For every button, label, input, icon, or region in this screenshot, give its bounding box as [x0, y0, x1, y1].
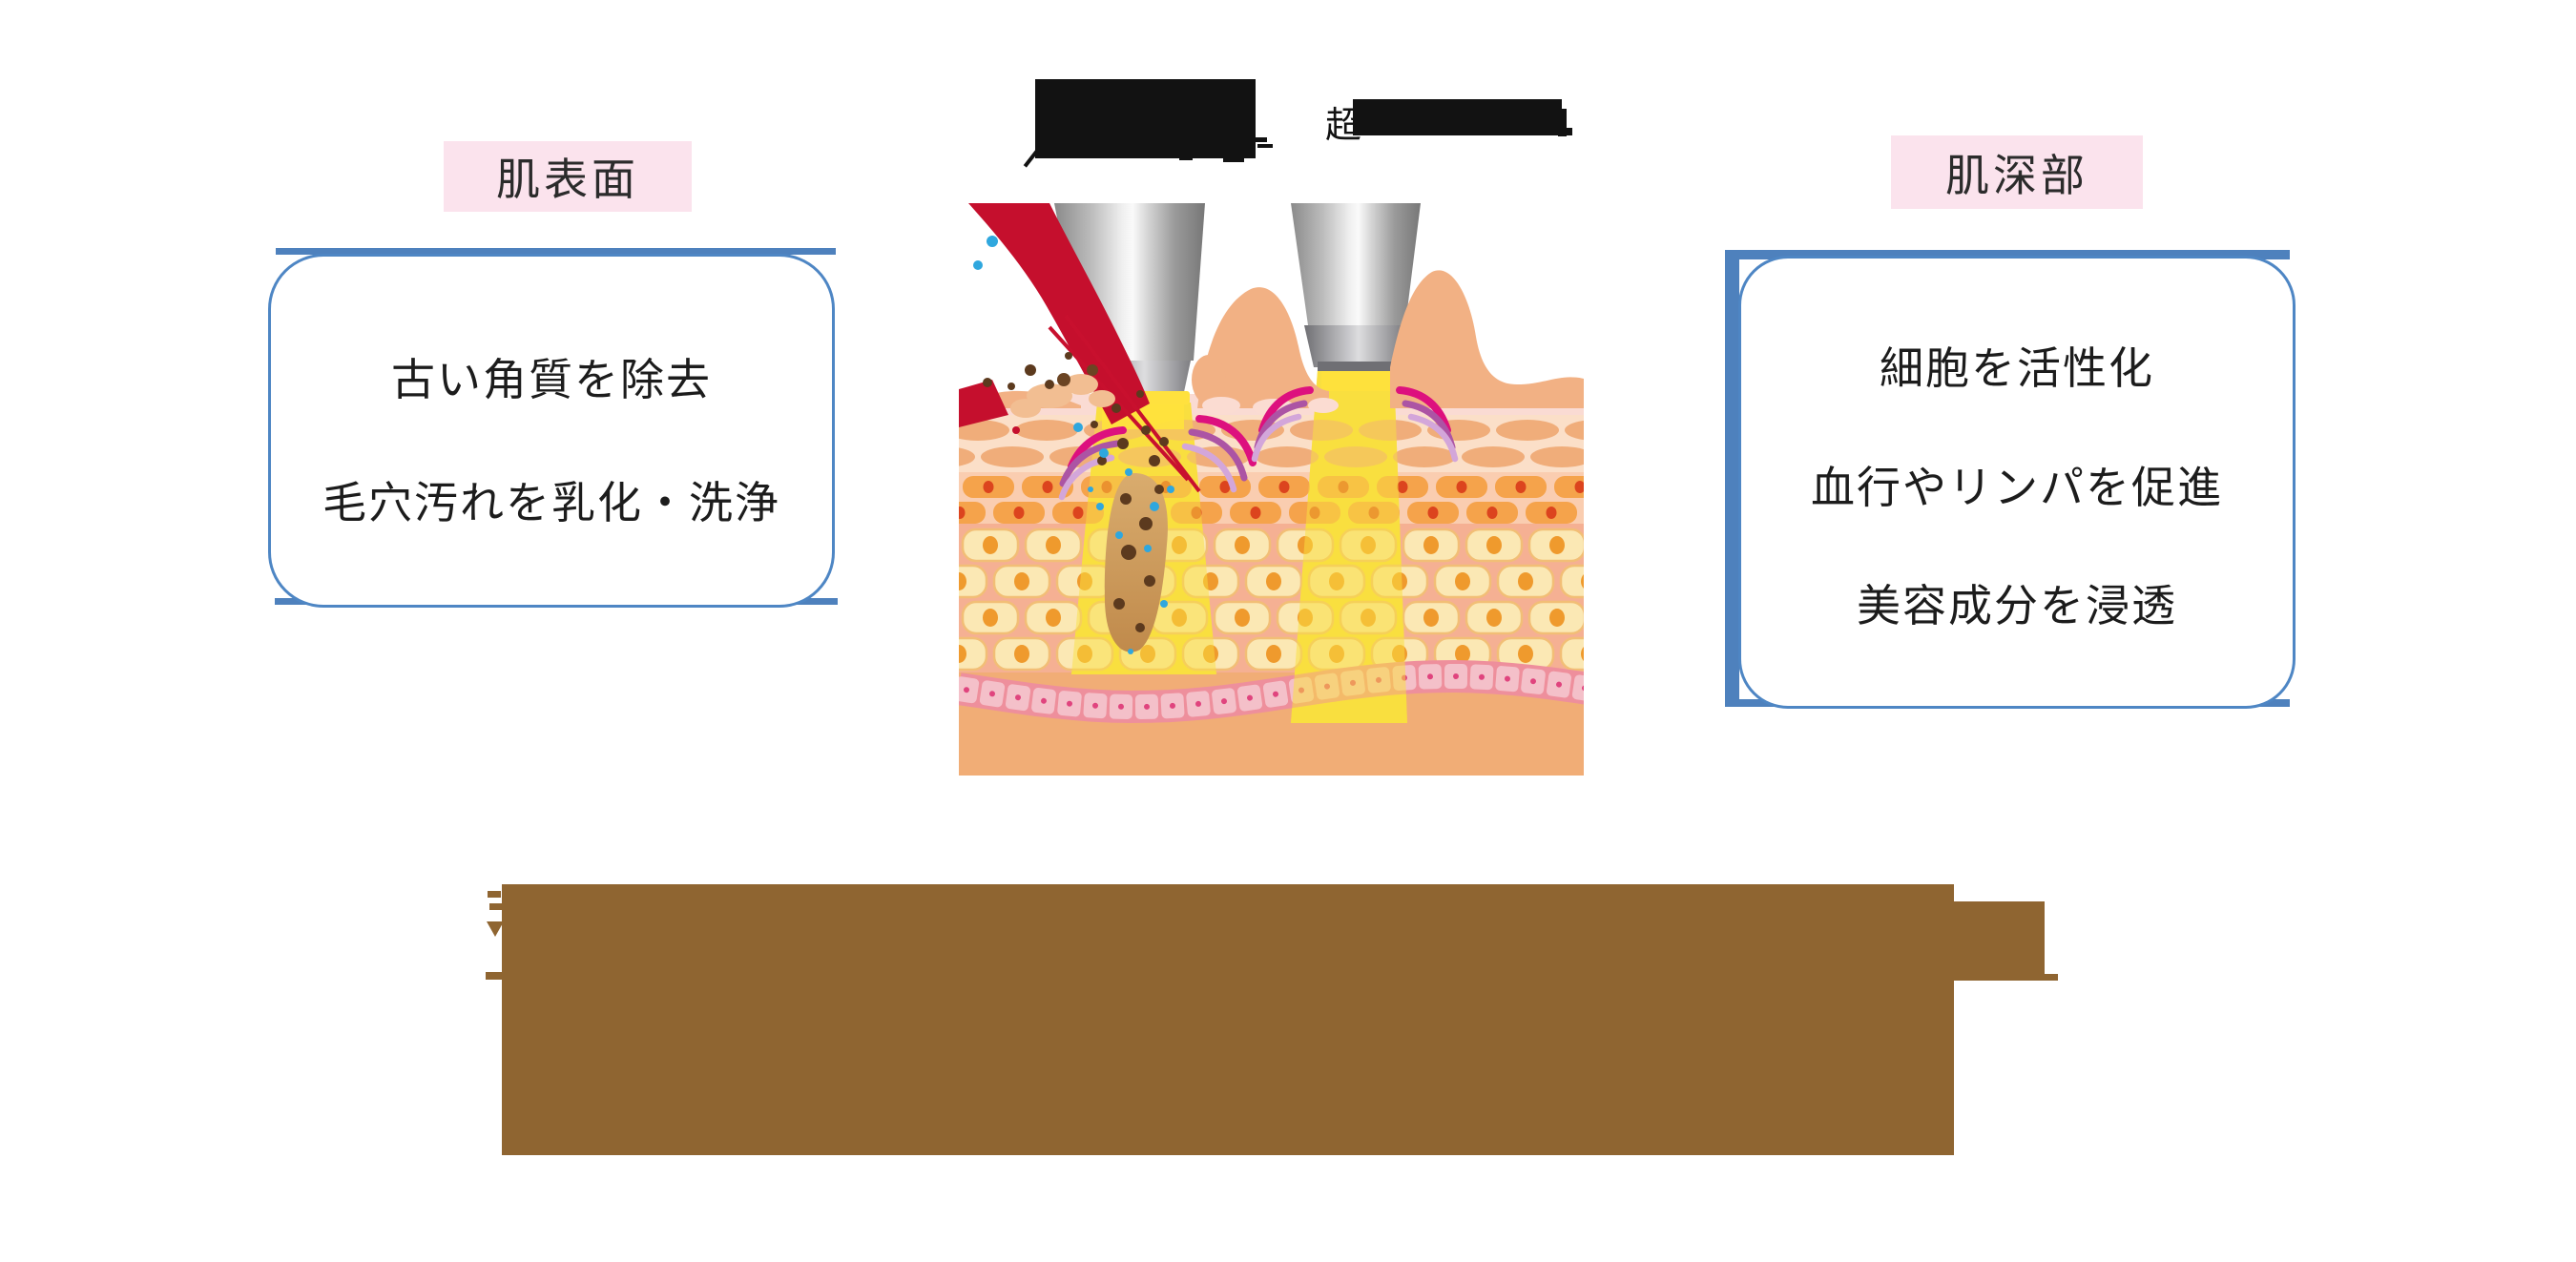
surface-scallop [1308, 398, 1339, 413]
debris-chunk [1064, 374, 1098, 395]
deep-box-top-rule [1725, 250, 2290, 259]
redaction-fragment [1558, 109, 1567, 136]
deep-box-left-rule [1725, 250, 1739, 707]
surface-box: 古い角質を除去 毛穴汚れを乳化・洗浄 [268, 254, 835, 608]
redacted-text-block-extension [1954, 901, 2045, 974]
debris-chunk [1010, 399, 1041, 418]
redacted-text-underline [1954, 974, 2058, 981]
skin-deep-label-text: 肌深部 [1945, 150, 2088, 200]
redacted-device-label-left [1035, 79, 1256, 158]
red-stream-patch [959, 380, 1008, 427]
surface-box-line: 古い角質を除去 [391, 355, 712, 404]
surface-scallop [1202, 397, 1240, 414]
red-stream-line [1064, 314, 1201, 493]
red-stream-line [1048, 325, 1190, 482]
debris-chunk [1089, 390, 1115, 407]
debris-chunk [1027, 383, 1072, 408]
redaction-fragment [1257, 144, 1273, 148]
tip-glow [1321, 370, 1392, 391]
device-tip-right [1318, 362, 1392, 371]
skin-bump-right [1390, 270, 1584, 408]
redaction-fragment [1565, 128, 1572, 135]
skin-cross-section-illustration [959, 203, 1584, 776]
redaction-fragment [1196, 153, 1208, 157]
red-speck [1012, 426, 1020, 434]
skin-surface-label: 肌表面 [444, 141, 692, 212]
surface-box-top-rule [276, 248, 836, 255]
redaction-fragment-brown [489, 903, 504, 910]
device-column-right [1291, 203, 1421, 325]
skin-deep-label: 肌深部 [1891, 135, 2143, 209]
deep-box: 細胞を活性化 血行やリンパを促進 美容成分を浸透 [1738, 256, 2296, 709]
skin-bump-lobe [1192, 355, 1226, 404]
redacted-device-label-right [1353, 99, 1562, 135]
redaction-fragment-brown [486, 972, 502, 980]
dirt-speck [1057, 373, 1070, 386]
redaction-fragment-brown [488, 891, 501, 898]
redaction-fragment [1255, 137, 1267, 142]
skin-bump-center [1197, 287, 1329, 408]
redacted-text-block-main [502, 884, 1954, 1155]
deep-box-line: 血行やリンパを促進 [1811, 462, 2223, 512]
dirt-specks [983, 352, 1169, 632]
dirt-speck [1087, 364, 1098, 376]
device-collar-right [1304, 325, 1403, 367]
water-droplets [973, 236, 1174, 654]
skin-surface-label-text: 肌表面 [496, 155, 639, 204]
deep-box-line: 細胞を活性化 [1880, 342, 2154, 393]
ultrasound-arcs [1058, 386, 1459, 501]
redaction-fragment [1223, 151, 1244, 162]
surface-box-line: 毛穴汚れを乳化・洗浄 [322, 478, 780, 528]
deep-box-line: 美容成分を浸透 [1857, 581, 2177, 631]
redaction-fragment [1179, 153, 1193, 160]
ultrasound-beam-right-glow [1291, 370, 1407, 723]
